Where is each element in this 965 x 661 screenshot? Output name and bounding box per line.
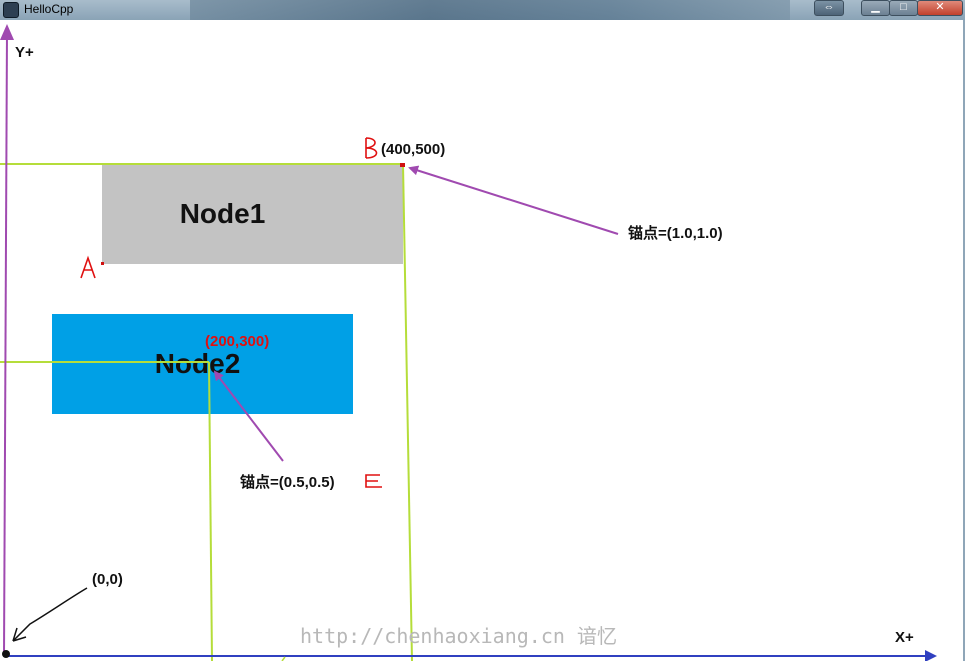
y-axis-label: Y+ <box>15 44 34 61</box>
blurred-background <box>190 0 790 20</box>
close-button[interactable]: ✕ <box>917 0 963 16</box>
node2-label: Node2 <box>154 348 241 379</box>
bottom-mark <box>281 656 286 661</box>
b-coordinate-label: (400,500) <box>381 141 446 158</box>
anchor1-label: 锚点=(1.0,1.0) <box>628 225 723 242</box>
expand-button[interactable]: ⇔ <box>814 0 844 16</box>
node1-label: Node1 <box>179 198 266 229</box>
anchor-point-b <box>400 163 405 167</box>
handwritten-c <box>365 474 382 488</box>
x-axis-label: X+ <box>895 629 914 646</box>
anchor1-arrow <box>408 165 619 235</box>
window-frame-right <box>963 20 965 661</box>
origin-point <box>2 650 10 658</box>
anchor-point-a <box>101 262 104 265</box>
anchor2-arrow <box>213 370 284 462</box>
node1-rect: Node1 <box>102 164 403 264</box>
y-axis <box>3 29 8 657</box>
handwritten-b <box>365 137 378 159</box>
app-icon <box>3 2 19 18</box>
origin-pointer-arrow <box>12 587 88 642</box>
watermark: http://chenhaoxiang.cn 谙忆 <box>300 624 617 648</box>
origin-pointer-arrowhead <box>12 627 27 642</box>
origin-label: (0,0) <box>92 571 123 588</box>
node2-rect: Node2 <box>52 314 353 414</box>
guide-line-x200 <box>208 361 213 661</box>
y-axis-arrowhead <box>0 24 14 40</box>
handwritten-a <box>80 255 96 279</box>
guide-line-x400 <box>402 163 413 661</box>
window-title: HelloCpp <box>24 2 74 16</box>
node2-coordinate-label: (200,300) <box>205 333 270 350</box>
anchor2-label: 锚点=(0.5,0.5) <box>240 474 335 491</box>
title-bar: HelloCpp ⇔ ▁ □ ✕ <box>0 0 965 20</box>
